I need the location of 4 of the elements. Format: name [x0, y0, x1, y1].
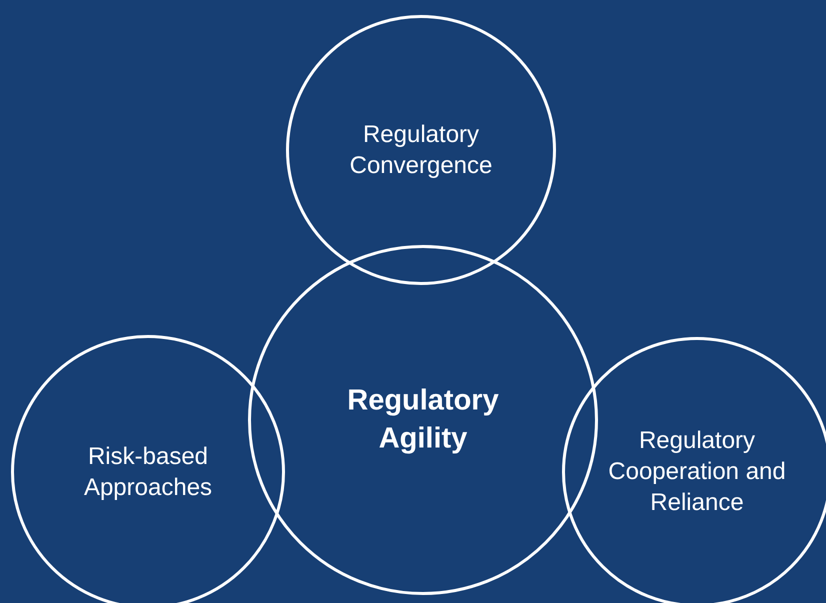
circle-label: Risk-based Approaches — [82, 442, 214, 503]
circle-label: Regulatory Cooperation and Reliance — [607, 426, 787, 519]
circle-label: Regulatory Agility — [346, 383, 500, 456]
circle-label: Regulatory Convergence — [348, 120, 494, 181]
